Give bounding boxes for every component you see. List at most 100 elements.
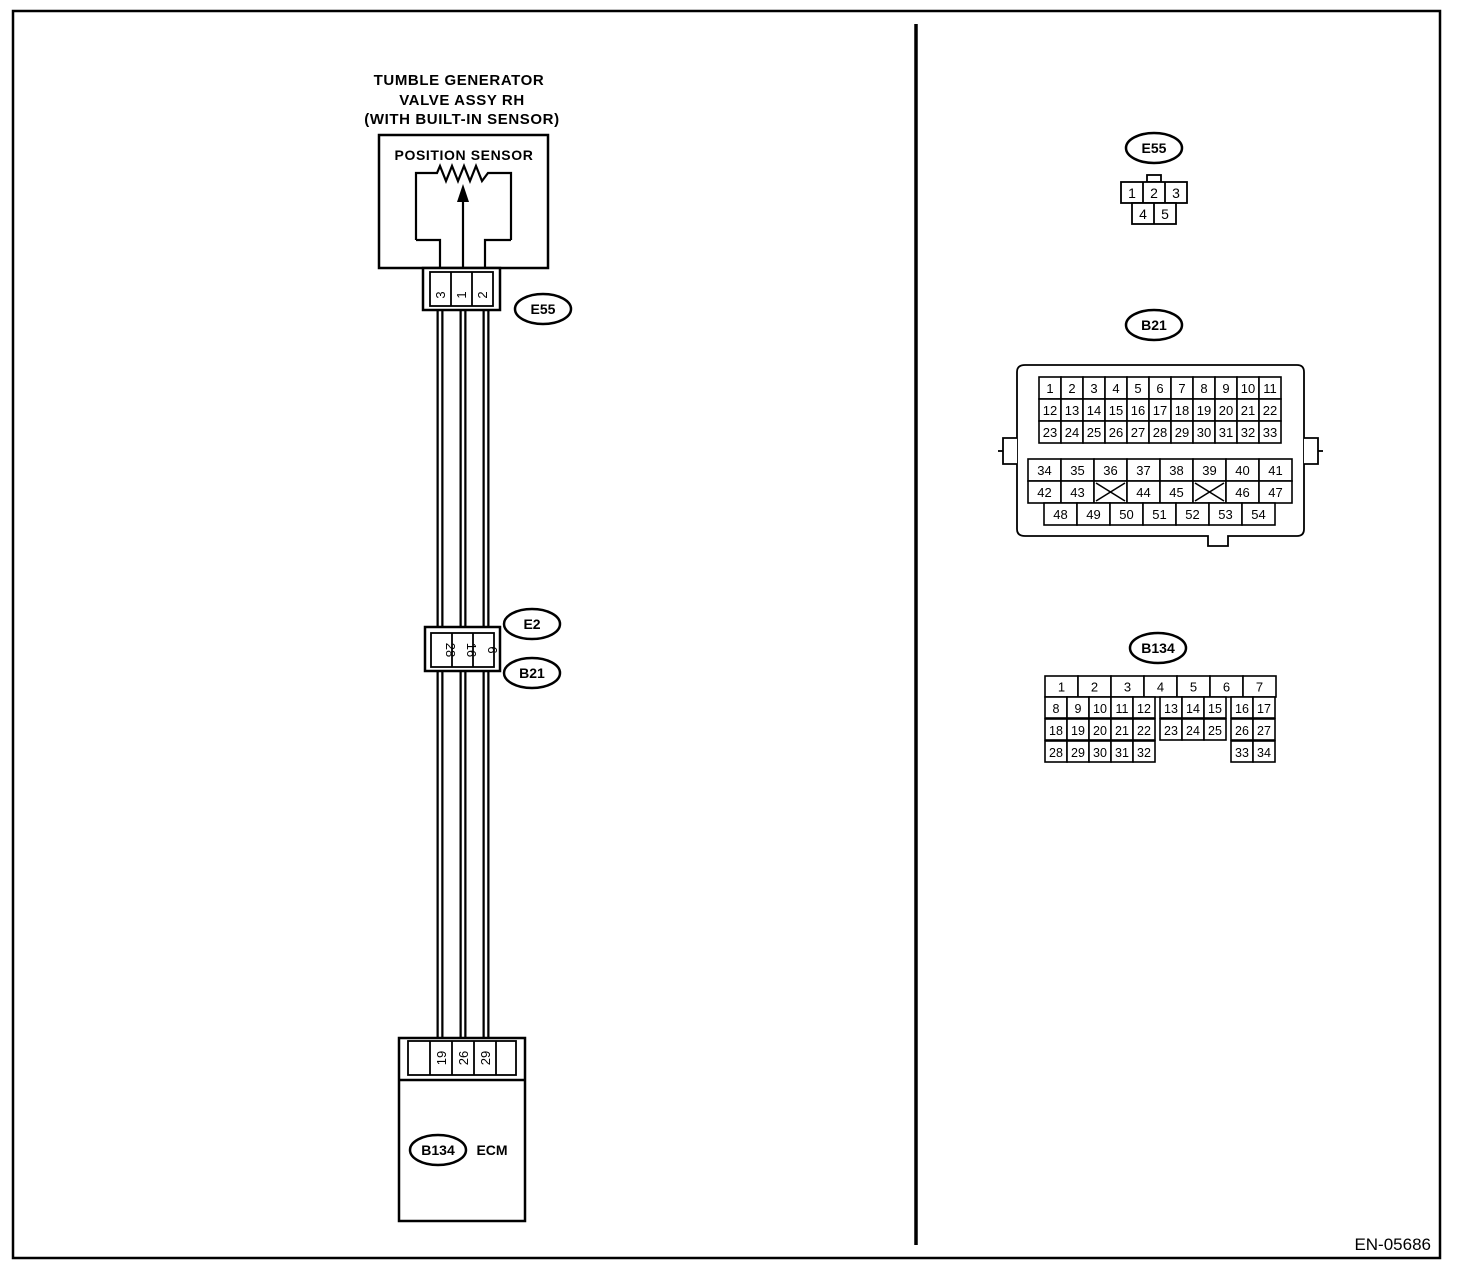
b21-view-pin-label: 53 xyxy=(1218,507,1232,522)
b134-view-pin-label: 31 xyxy=(1115,746,1129,760)
b21-view-pin-label: 38 xyxy=(1169,463,1183,478)
b21-view-pin-label: 44 xyxy=(1136,485,1150,500)
b21-view-pin-label: 19 xyxy=(1197,403,1211,418)
b134-view-pin-label: 28 xyxy=(1049,746,1063,760)
b134-view-pin-label: 23 xyxy=(1164,724,1178,738)
b134-view-cell xyxy=(1252,718,1276,741)
b21-view-pin-label: 33 xyxy=(1263,425,1277,440)
diagram-frame xyxy=(11,9,1442,1260)
e55-pin: 1 xyxy=(454,291,469,298)
b134-view-pin-label: 11 xyxy=(1116,702,1129,716)
b21-view-pin-label: 26 xyxy=(1109,425,1123,440)
component-title-line-3: (WITH BUILT-IN SENSOR) xyxy=(364,111,559,128)
component-title-line-1: TUMBLE GENERATOR xyxy=(374,72,545,89)
b21-view-pin-label: 1 xyxy=(1046,381,1053,396)
b21-view-pin-label: 39 xyxy=(1202,463,1216,478)
b134-view-pin-label: 27 xyxy=(1257,724,1271,738)
b21-view-pin-label: 35 xyxy=(1070,463,1084,478)
e2-tag-oval xyxy=(502,607,562,641)
b21-tag-oval xyxy=(502,656,562,690)
b134-view-pin-label: 13 xyxy=(1164,702,1178,716)
b21-view-pin-label: 47 xyxy=(1268,485,1282,500)
b21-view-pin-label: 30 xyxy=(1197,425,1211,440)
b21-view-pin-label: 6 xyxy=(1156,381,1163,396)
b21-view-pin-label: 27 xyxy=(1131,425,1145,440)
b21-view-pin-label: 54 xyxy=(1251,507,1265,522)
b21-view-pin-label: 18 xyxy=(1175,403,1189,418)
b134-view-cell xyxy=(1203,718,1227,741)
b21-view-pin-label: 16 xyxy=(1131,403,1145,418)
b21-view-pin-label: 10 xyxy=(1241,381,1255,396)
b134-view-cell xyxy=(1252,740,1276,763)
b21-view-cell xyxy=(1258,420,1282,444)
b21-view-cell xyxy=(1241,502,1276,526)
b134-view-pin-label: 16 xyxy=(1235,702,1249,716)
connector-e2-b21: 28 16 6 xyxy=(423,625,502,673)
b134-view-pin-label: 5 xyxy=(1190,680,1197,695)
b134-pin: 26 xyxy=(456,1051,471,1065)
b21-view-pin-label: 50 xyxy=(1119,507,1133,522)
b21-view-pin-label: 20 xyxy=(1219,403,1233,418)
e55-view-pin-label: 1 xyxy=(1128,185,1136,201)
b134-view-pin-label: 24 xyxy=(1186,724,1200,738)
b21-view-pin-label: 7 xyxy=(1178,381,1185,396)
component-title-line-2: VALVE ASSY RH xyxy=(399,92,525,109)
e55-view-pin-label: 2 xyxy=(1150,185,1158,201)
e55-connector-face xyxy=(1120,174,1188,225)
b21-view-pin-label: 12 xyxy=(1043,403,1057,418)
b134-view-pin-label: 12 xyxy=(1137,702,1151,716)
b21-view-pin-label: 11 xyxy=(1263,381,1277,396)
b21-view-pin-label: 28 xyxy=(1153,425,1167,440)
b134-view-pin-label: 19 xyxy=(1071,724,1085,738)
e2-tag: E2 xyxy=(523,616,540,632)
blank-pin-mark xyxy=(1095,482,1126,502)
b134-tag-oval xyxy=(408,1133,468,1167)
b134-view-cell xyxy=(1132,740,1156,763)
b21-view-pin-label: 32 xyxy=(1241,425,1255,440)
b134-view-cell xyxy=(1132,718,1156,741)
b134-view-pin-label: 3 xyxy=(1124,680,1131,695)
b21-view-pin-label: 2 xyxy=(1068,381,1075,396)
e55-view-tag-oval xyxy=(1124,131,1184,165)
e55-view-pin-label: 4 xyxy=(1139,206,1147,222)
e55-tag: E55 xyxy=(531,301,556,317)
e55-pin: 3 xyxy=(433,291,448,298)
b21-view-pin-label: 51 xyxy=(1152,507,1166,522)
b21-view-pin-label: 37 xyxy=(1136,463,1150,478)
b134-view-pin-label: 29 xyxy=(1071,746,1085,760)
b21-view-pin-label: 9 xyxy=(1222,381,1229,396)
b21-view-pin-label: 8 xyxy=(1200,381,1207,396)
b134-view-cell xyxy=(1252,696,1276,719)
b21-pin: 16 xyxy=(464,643,479,657)
connector-e55: 3 1 2 xyxy=(421,266,502,312)
b21-view-pin-label: 49 xyxy=(1086,507,1100,522)
e55-tag-oval xyxy=(513,292,573,326)
b21-view-pin-label: 24 xyxy=(1065,425,1079,440)
b134-view-pin-label: 6 xyxy=(1223,680,1230,695)
b134-view-tag: B134 xyxy=(1141,640,1175,656)
b21-view-pin-label: 22 xyxy=(1263,403,1277,418)
b21-view-pin-label: 4 xyxy=(1112,381,1119,396)
b21-view-pin-label: 40 xyxy=(1235,463,1249,478)
b134-view-pin-label: 15 xyxy=(1208,702,1222,716)
e55-view-pin-label: 3 xyxy=(1172,185,1180,201)
blank-pin-mark xyxy=(1194,482,1225,502)
b21-view-pin-label: 23 xyxy=(1043,425,1057,440)
b21-view-pin-label: 5 xyxy=(1134,381,1141,396)
b134-view-pin-label: 9 xyxy=(1075,702,1082,716)
b21-view-pin-label: 14 xyxy=(1087,403,1101,418)
b134-view-pin-label: 21 xyxy=(1115,724,1129,738)
ecm-b134-tag: B134 xyxy=(421,1142,455,1158)
b21-view-pin-label: 21 xyxy=(1241,403,1255,418)
b134-view-pin-label: 4 xyxy=(1157,680,1164,695)
b21-view-pin-label: 48 xyxy=(1053,507,1067,522)
b134-view-tag-oval xyxy=(1128,631,1188,665)
b21-view-pin-label: 34 xyxy=(1037,463,1051,478)
b21-view-pin-label: 36 xyxy=(1103,463,1117,478)
b134-view-pin-label: 8 xyxy=(1053,702,1060,716)
b21-view-pin-label: 52 xyxy=(1185,507,1199,522)
b21-view-tag: B21 xyxy=(1141,317,1167,333)
potentiometer-symbol xyxy=(414,163,513,268)
figure-code: EN-05686 xyxy=(1354,1235,1431,1254)
b21-view-pin-label: 31 xyxy=(1219,425,1233,440)
